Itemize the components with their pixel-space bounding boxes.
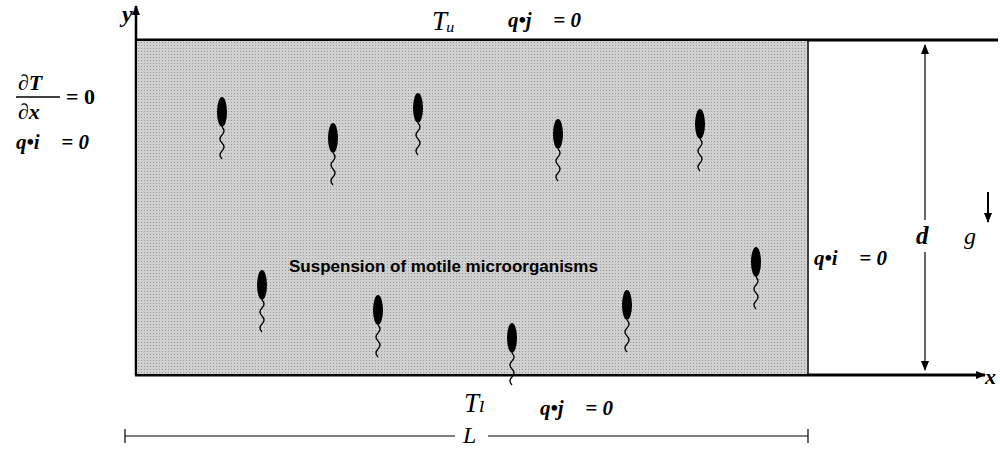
- boundary-condition: q•j⃗ = 0: [540, 398, 613, 419]
- microorganism-body: [217, 97, 227, 127]
- microorganism-body: [257, 270, 267, 300]
- microorganism-body: [751, 247, 761, 277]
- flagellum: [556, 149, 560, 181]
- dimension-label: d: [916, 223, 929, 248]
- dimension-line: [488, 435, 808, 436]
- equation-part: = 0: [66, 86, 95, 108]
- dimension-line: [924, 252, 925, 370]
- flagellum: [698, 139, 702, 171]
- flagellum: [510, 353, 514, 385]
- temperature-label: Tₗ: [464, 390, 486, 417]
- microorganism-body: [507, 323, 517, 353]
- boundary-condition: q•i⃗ = 0: [814, 248, 887, 269]
- microorganism-body: [622, 290, 632, 320]
- flagellum: [416, 123, 420, 155]
- boundary-condition: q•j⃗ = 0: [508, 10, 581, 31]
- flagellum: [376, 325, 380, 357]
- temperature-label: Tᵤ: [432, 8, 455, 35]
- gravity-arrow: [987, 192, 989, 222]
- region-label: Suspension of motile microorganisms: [289, 257, 598, 277]
- microorganism-body: [413, 93, 423, 123]
- dimension-label: L: [463, 423, 476, 447]
- dimension-line: [125, 435, 455, 436]
- dimension-tick: [124, 429, 125, 443]
- microorganism-body: [328, 123, 338, 153]
- microorganism-body: [373, 295, 383, 325]
- flagellum: [260, 300, 264, 332]
- microorganism-body: [553, 119, 563, 149]
- flagellum: [754, 277, 758, 309]
- microorganism-body: [695, 109, 705, 139]
- flagellum: [220, 127, 224, 159]
- boundary-condition: q•i⃗ = 0: [16, 132, 89, 153]
- fraction-denominator: ∂x: [18, 101, 40, 123]
- axis-label: y: [122, 2, 133, 26]
- fraction-numerator: ∂T: [18, 72, 42, 94]
- fraction-bar: [16, 96, 60, 98]
- gravity-label: g⃗: [964, 224, 995, 248]
- flagellum: [625, 320, 629, 352]
- right-wall: [807, 40, 809, 375]
- suspension-region: Suspension of motile microorganisms: [137, 41, 807, 374]
- axis-label: x: [985, 366, 996, 388]
- dimension-tick: [807, 429, 808, 443]
- dimension-line: [924, 45, 925, 220]
- flagellum: [331, 153, 335, 185]
